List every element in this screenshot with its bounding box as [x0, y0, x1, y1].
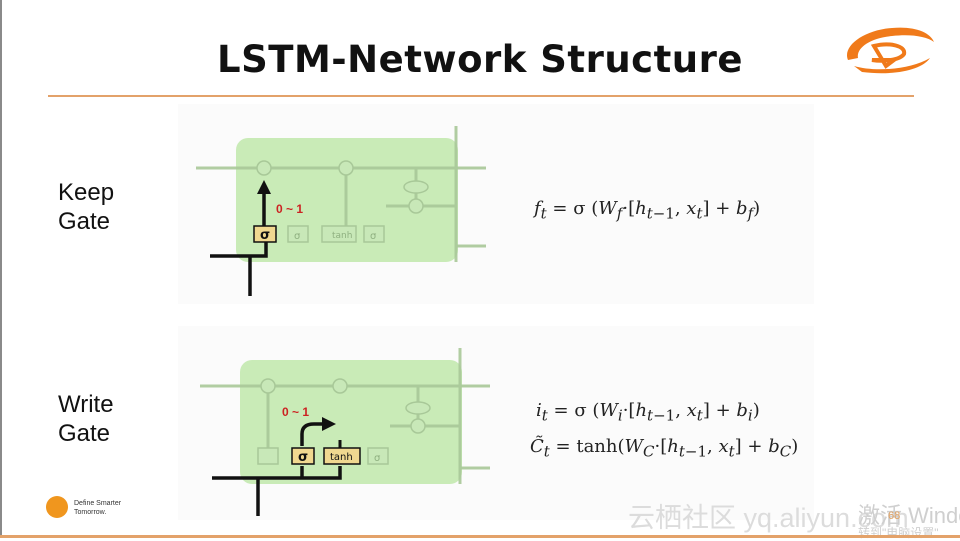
- candidate-equation: C̃t = tanh(WC·[ht−1, xt] + bC): [530, 436, 799, 461]
- keep-gate-label: Keep Gate: [58, 178, 114, 236]
- windows-activation-hint: 转到"电脑设置": [858, 526, 939, 540]
- slide-title: LSTM-Network Structure: [217, 38, 743, 81]
- ghost-sigma-label: σ: [370, 231, 377, 242]
- ghost-tanh-label: tanh: [332, 231, 352, 241]
- footer-accent-line: [0, 535, 960, 538]
- input-gate-arrow-head: [322, 417, 336, 431]
- page-number: 68: [888, 510, 901, 522]
- write-ghost-sigma-label: σ: [374, 453, 381, 464]
- forget-gate-equation: ft = σ (Wf·[ht−1, xt] + bf): [534, 198, 761, 223]
- input-sigma-label: σ: [298, 450, 308, 465]
- write-gate-label: Write Gate: [58, 390, 114, 448]
- forget-sigma-gate: [253, 225, 277, 243]
- write-input-path: [212, 466, 342, 480]
- site-watermark: 云栖社区 yq.aliyun.com: [628, 503, 909, 533]
- forget-arrow-head: [257, 180, 271, 194]
- candidate-tanh-label: tanh: [330, 452, 353, 463]
- title-divider: [48, 95, 914, 97]
- input-gate-equation: it = σ (Wi·[ht−1, xt] + bi): [536, 400, 760, 425]
- windows-activation-title: 激活 Windows: [858, 503, 960, 528]
- keep-gate-label-line2: Gate: [58, 208, 111, 235]
- footer-tagline-line1: Define Smarter: [74, 500, 122, 507]
- footer-logo-icon: [46, 496, 68, 518]
- keep-gate-label-line1: Keep: [58, 179, 115, 206]
- keep-range-label: 0 ~ 1: [276, 202, 303, 216]
- ghost-sigma-label-2: σ: [294, 231, 301, 242]
- lstm-cell-block-2: [240, 360, 462, 484]
- forget-sigma-label: σ: [260, 228, 270, 243]
- footer-tagline: Define Smarter Tomorrow.: [74, 499, 134, 517]
- input-gate-arrow: [300, 422, 324, 446]
- write-range-label: 0 ~ 1: [282, 405, 309, 419]
- brand-logo: [847, 27, 934, 74]
- slide-left-border: [0, 0, 2, 538]
- input-sigma-gate: [291, 447, 315, 465]
- footer-tagline-line2: Tomorrow.: [74, 509, 107, 516]
- write-gate-label-line1: Write: [58, 391, 114, 418]
- candidate-tanh-gate: [323, 447, 361, 465]
- write-gate-label-line2: Gate: [58, 420, 111, 447]
- write-gate-diagram: σ σ tanh 0 ~ 1: [200, 348, 490, 516]
- keep-gate-diagram: tanh σ σ σ 0 ~ 1: [196, 126, 486, 296]
